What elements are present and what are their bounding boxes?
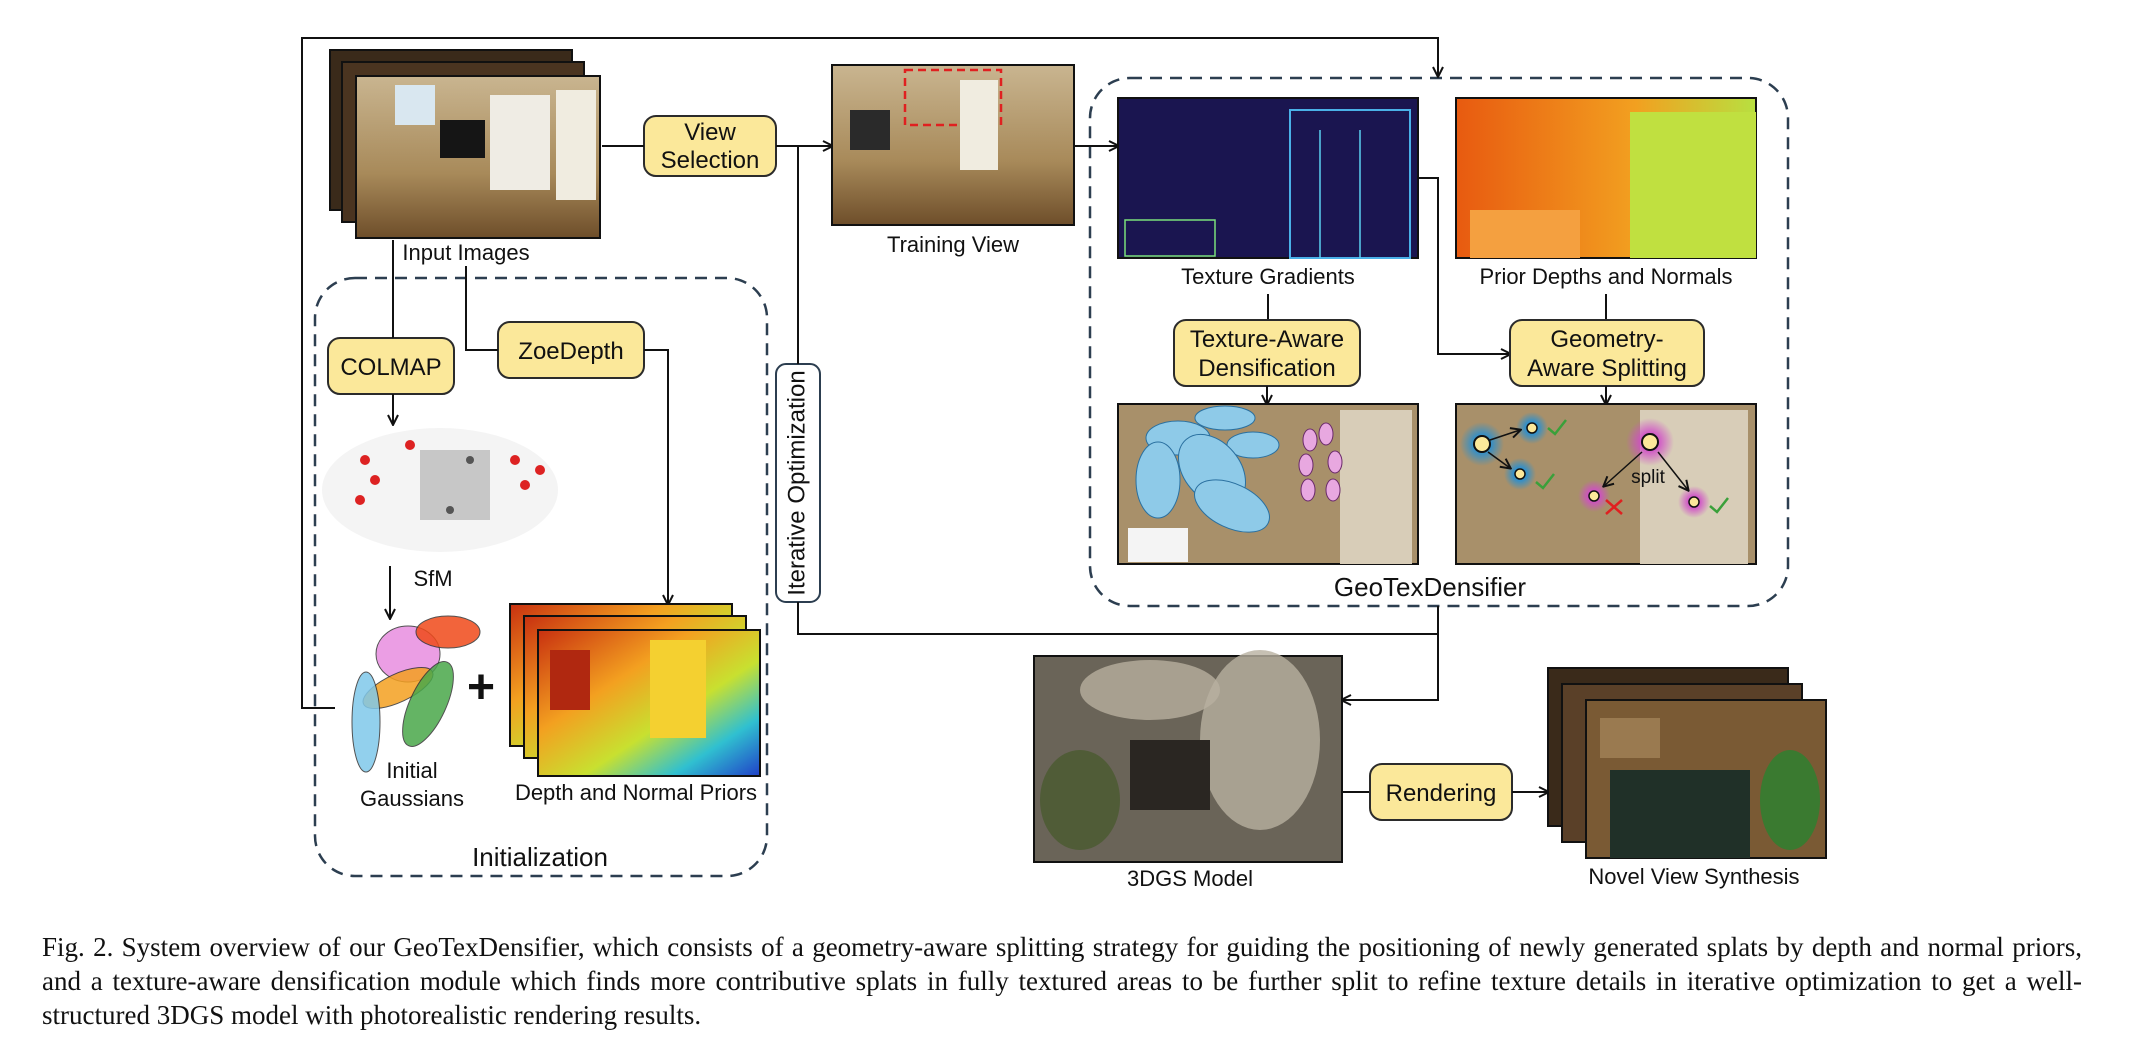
rendering-label: Rendering bbox=[1386, 780, 1497, 807]
view-selection-label-2: Selection bbox=[661, 147, 760, 174]
view-selection-label-1: View bbox=[684, 119, 736, 146]
training-view-image bbox=[831, 64, 1075, 226]
3dgs-model-label: 3DGS Model bbox=[1127, 866, 1253, 891]
depth-normal-priors-image bbox=[509, 603, 761, 777]
initialization-group bbox=[313, 276, 769, 878]
figure-caption: Fig. 2. System overview of our GeoTexDen… bbox=[42, 932, 2082, 1030]
novel-view-image bbox=[1547, 667, 1827, 859]
initialization-label: Initialization bbox=[472, 842, 608, 872]
geotexdensifier-label: GeoTexDensifier bbox=[1334, 572, 1527, 602]
plus-sign: + bbox=[467, 661, 495, 714]
initial-gaussians bbox=[351, 615, 481, 773]
3dgs-model-image bbox=[1033, 650, 1343, 863]
colmap-box bbox=[327, 337, 455, 395]
geometry-aware-label-1: Geometry- bbox=[1550, 326, 1663, 353]
arrow-gradients-to-geometry bbox=[1418, 177, 1510, 354]
iterative-optimization-label: Iterative Optimization bbox=[783, 370, 810, 595]
training-view-label: Training View bbox=[887, 232, 1019, 257]
line-loop-down bbox=[797, 602, 1438, 635]
sfm-point-cloud bbox=[322, 428, 558, 552]
arrow-zoedepth-to-priors bbox=[644, 349, 668, 604]
novel-view-label: Novel View Synthesis bbox=[1588, 864, 1799, 889]
prior-depths-normals-image bbox=[1455, 97, 1757, 259]
prior-depths-normals-label: Prior Depths and Normals bbox=[1479, 264, 1732, 289]
zoedepth-label: ZoeDepth bbox=[518, 338, 623, 365]
texture-gradients-label: Texture Gradients bbox=[1181, 264, 1355, 289]
arrow-top-loop bbox=[301, 37, 1438, 709]
geometry-aware-label-2: Aware Splitting bbox=[1527, 355, 1687, 382]
initial-gaussians-label-1: Initial bbox=[386, 758, 437, 783]
texture-aware-label-2: Densification bbox=[1198, 355, 1335, 382]
texture-gradients-image bbox=[1117, 97, 1419, 259]
texture-aware-label-1: Texture-Aware bbox=[1190, 326, 1344, 353]
system-overview-diagram: Input Images View Selection Training Vie… bbox=[301, 37, 1827, 891]
input-images-label: Input Images bbox=[402, 240, 529, 265]
initial-gaussians-label-2: Gaussians bbox=[360, 786, 464, 811]
colmap-label: COLMAP bbox=[340, 354, 441, 381]
arrow-to-3dgs bbox=[1342, 606, 1439, 700]
split-label: split bbox=[1631, 467, 1666, 488]
input-images bbox=[329, 49, 601, 239]
depth-normal-priors-label: Depth and Normal Priors bbox=[515, 780, 757, 805]
sfm-label: SfM bbox=[413, 566, 452, 591]
geometry-splitting-image bbox=[1455, 403, 1757, 565]
texture-densification-image bbox=[1117, 403, 1419, 565]
line-input-to-zoedepth bbox=[465, 266, 498, 351]
